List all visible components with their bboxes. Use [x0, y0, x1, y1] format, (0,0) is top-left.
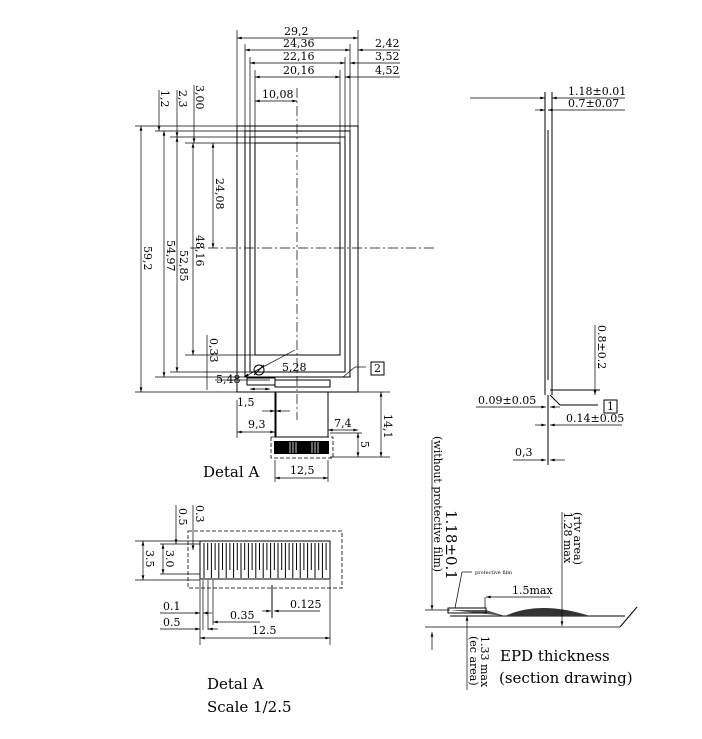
- dim-29-2: 29,2: [284, 25, 309, 38]
- viewing-area: [249, 136, 346, 373]
- section-total-dim: 1.18±0.1: [442, 510, 460, 580]
- dim-5-48: 5,48: [216, 373, 241, 386]
- contact-gaps: [289, 442, 319, 453]
- contact-pads: [203, 543, 327, 578]
- dim-2-42: 2,42: [375, 37, 400, 50]
- protective-film: [447, 607, 487, 614]
- dim-3-52: 3,52: [375, 50, 400, 63]
- dim-3-0: 3.0: [163, 550, 176, 568]
- dim-0-7: 0.7±0.07: [568, 97, 619, 110]
- dim-3-5: 3.5: [143, 550, 156, 568]
- dim-0-35: 0.35: [230, 609, 255, 622]
- side-view: 1.18±0.01 0.7±0.07 0.8±0.2 0.09±0.05 0.1…: [470, 85, 626, 465]
- ec-dim: 1.33 max: [478, 636, 491, 688]
- extension-lines: [135, 30, 390, 458]
- rtv-dim: 1.28 max: [561, 512, 574, 564]
- marker-2-label: 2: [374, 362, 381, 375]
- dim-1-2: 1,2: [158, 90, 171, 108]
- dim-54-97: 54,97: [164, 240, 177, 272]
- dim-0-09: 0.09±0.05: [478, 394, 536, 407]
- active-area: [254, 142, 341, 356]
- bottom-tab: [246, 377, 276, 386]
- section-total-note: (without protective film): [431, 436, 444, 572]
- dim-0-3: 0,3: [515, 446, 533, 459]
- dim-14-1: 14,1: [381, 414, 394, 439]
- dim-2-3: 2,3: [176, 90, 189, 108]
- ec-note: (ec area): [467, 636, 480, 686]
- detail-a-callout: Detal A: [203, 463, 259, 481]
- glass-outline: [244, 130, 351, 378]
- marker-box-1: [603, 399, 618, 414]
- dim-0-14: 0.14±0.05: [566, 412, 624, 425]
- dim-24-36: 24,36: [283, 37, 315, 50]
- dim-24-08: 24,08: [213, 178, 226, 210]
- dim-0-5-bottom: 0.5: [163, 616, 181, 629]
- section-title: EPD thickness: [500, 647, 610, 665]
- fpc-contacts: [274, 441, 329, 454]
- dim-7-4: 7,4: [334, 417, 352, 430]
- dim-12-5-detail: 12.5: [252, 624, 277, 637]
- detail-a-frame: [187, 530, 343, 589]
- marker-box-2: [370, 361, 385, 376]
- marker-1-label: 1: [607, 400, 614, 413]
- rtv-note: (rtv area): [571, 512, 584, 565]
- dim-12-5: 12,5: [290, 464, 315, 477]
- detail-a-view: 3.5 3.0 0.5 0.3 0.1 0.5 0.35 0.125 12.5 …: [135, 505, 343, 716]
- dim-1-18: 1.18±0.01: [568, 85, 626, 98]
- dim-22-16: 22,16: [283, 50, 315, 63]
- protective-film-label: protective film: [475, 570, 512, 576]
- dim-0-125: 0.125: [290, 598, 322, 611]
- dim-4-52: 4,52: [375, 64, 400, 77]
- dim-59-2: 59,2: [141, 246, 154, 271]
- dim-10-08: 10,08: [262, 88, 294, 101]
- section-subtitle: (section drawing): [499, 669, 633, 687]
- dim-0-8: 0.8±0.2: [595, 325, 608, 369]
- front-view: 29,2 24,36 22,16 20,16 10,08 2,42 3,52 4…: [135, 25, 435, 482]
- detail-a-title: Detal A: [207, 675, 263, 693]
- slope-dim: 1.5max: [512, 584, 553, 597]
- fpc-stiffener: [274, 379, 331, 388]
- detail-a-scale: Scale 1/2.5: [207, 698, 292, 716]
- dim-9-3: 9,3: [248, 418, 266, 431]
- dim-52-85: 52,85: [177, 250, 190, 282]
- rtv-bead: [505, 608, 590, 616]
- dim-0-5-top: 0.5: [176, 508, 189, 526]
- dim-1-5: 1,5: [237, 396, 255, 409]
- dim-5: 5: [358, 441, 371, 448]
- dim-3-00: 3,00: [193, 85, 206, 110]
- dim-0-3: 0.3: [193, 505, 206, 523]
- detail-a-boundary: [270, 436, 334, 459]
- dim-0-33: 0,33: [207, 338, 220, 363]
- dim-48-16: 48,16: [193, 235, 206, 267]
- alignment-hole: [253, 364, 265, 376]
- dim-20-16: 20,16: [283, 64, 315, 77]
- dim-0-1: 0.1: [163, 600, 181, 613]
- contact-area: [199, 540, 331, 580]
- dim-5-28: 5,28: [282, 361, 307, 374]
- section-drawing: (without protective film) 1.18±0.1 prote…: [425, 436, 638, 690]
- fpc-tail: [274, 391, 329, 438]
